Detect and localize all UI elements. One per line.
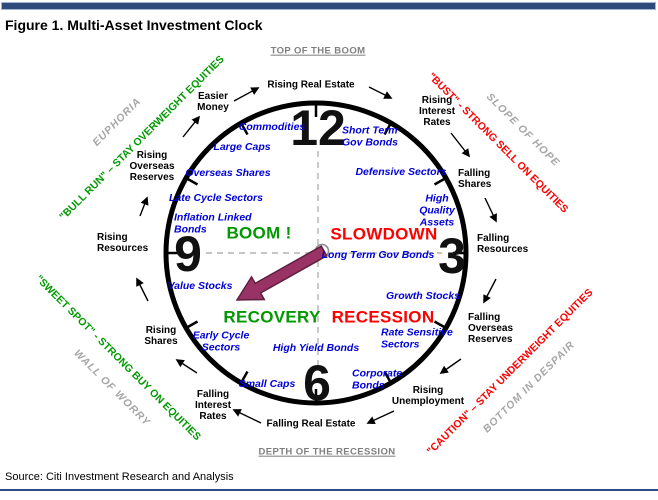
label-growth-stocks: Growth Stocks: [385, 290, 461, 303]
label-rising-real-estate: Rising Real Estate: [267, 79, 355, 91]
label-falling-shares: Falling Shares: [458, 167, 492, 190]
label-top-of-the-boom: TOP OF THE BOOM: [270, 45, 366, 57]
quadrant-slowdown: SLOWDOWN: [330, 224, 438, 244]
label-rate-sensitive-sectors: Rate Sensitive Sectors: [381, 326, 453, 350]
label-depth-of-the-recession: DEPTH OF THE RECESSION: [258, 446, 396, 458]
quadrant-boom: BOOM !: [226, 223, 292, 243]
label-inflation-linked-bonds: Inflation Linked Bonds: [174, 211, 252, 235]
label-overseas-shares: Overseas Shares: [185, 167, 271, 180]
label-small-caps: Small Caps: [238, 378, 296, 391]
label-long-term-gov-bonds: Long Term Gov Bonds: [321, 249, 435, 262]
quadrant-recovery: RECOVERY: [223, 307, 321, 327]
clock-numeral-12: 12: [290, 100, 346, 156]
clockwise-flow-arrow-icons: [136, 86, 497, 424]
label-early-cycle-sectors: Early Cycle Sectors: [192, 329, 250, 353]
label-easier-money: Easier Money: [197, 90, 229, 113]
hour-tick-marks: [165, 101, 467, 405]
label-falling-overseas-reserves: Falling Overseas Reserves: [468, 312, 514, 346]
label-high-yield-bonds: High Yield Bonds: [272, 342, 360, 355]
label-rising-resources: Rising Resources: [97, 231, 149, 254]
label-rising-interest-rates: Rising Interest Rates: [418, 95, 456, 129]
cycle-position-arrow-icon: [235, 245, 328, 301]
bottom-divider-line: [0, 489, 658, 491]
label-large-caps: Large Caps: [213, 141, 271, 154]
clock-numeral-6: 6: [303, 355, 331, 411]
label-commodities: Commodities: [238, 121, 306, 134]
label-high-quality-assets: High Quality Assets: [419, 192, 455, 228]
quadrant-crosshair-lines: [206, 151, 442, 366]
top-divider-bar: [1, 2, 656, 10]
clock-numeral-9: 9: [174, 226, 202, 282]
label-corporate-bonds: Corporate Bonds: [352, 367, 403, 391]
label-late-cycle-sectors: Late Cycle Sectors: [169, 192, 263, 205]
quadrant-recession: RECESSION: [331, 307, 435, 327]
label-value-stocks: Value Stocks: [167, 280, 233, 293]
label-defensive-sectors: Defensive Sectors: [355, 166, 447, 179]
clock-numeral-3: 3: [438, 228, 466, 284]
label-rising-overseas-reserves: Rising Overseas Reserves: [129, 150, 175, 184]
label-short-term-gov-bonds: Short Term Gov Bonds: [342, 124, 399, 148]
label-rising-unemployment: Rising Unemployment: [391, 384, 465, 407]
label-falling-interest-rates: Falling Interest Rates: [194, 389, 232, 423]
figure-title: Figure 1. Multi-Asset Investment Clock: [5, 17, 263, 33]
label-falling-resources: Falling Resources: [477, 232, 529, 255]
label-falling-real-estate: Falling Real Estate: [266, 418, 356, 430]
source-credit: Source: Citi Investment Research and Ana…: [5, 471, 234, 483]
label-rising-shares: Rising Shares: [144, 324, 178, 347]
